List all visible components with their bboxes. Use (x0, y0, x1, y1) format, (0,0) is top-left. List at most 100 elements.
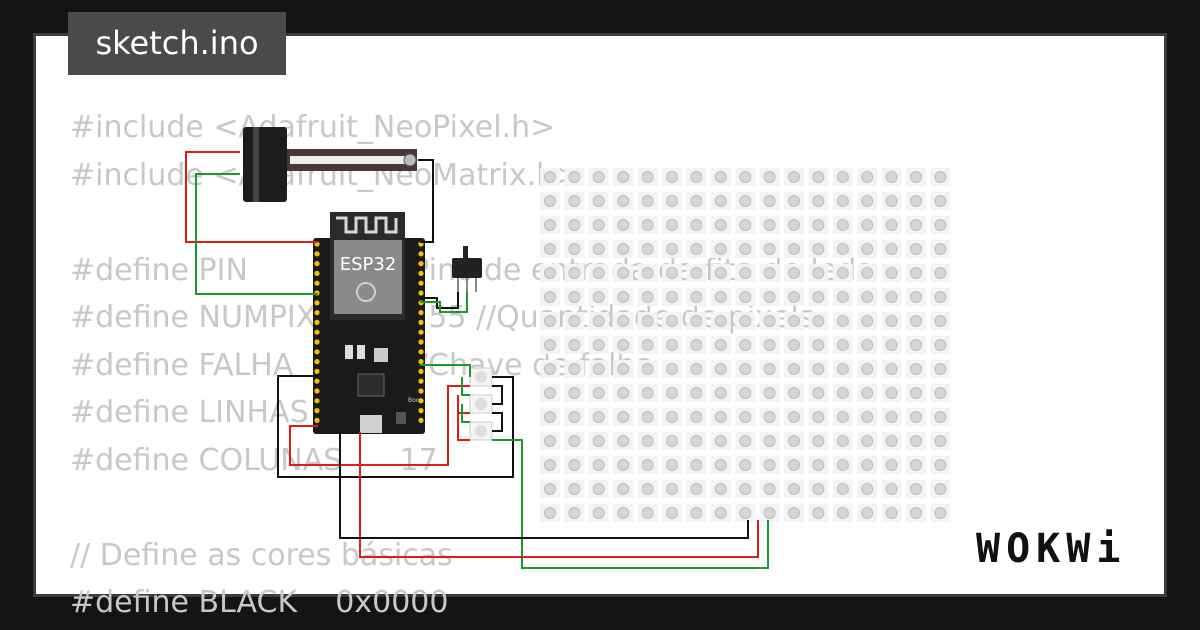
matrix-led (617, 243, 630, 255)
matrix-led (544, 291, 556, 303)
matrix-led (788, 171, 800, 183)
matrix-led (666, 195, 678, 207)
matrix-led (544, 219, 556, 231)
matrix-led (812, 483, 825, 495)
matrix-led (568, 291, 581, 303)
matrix-led (544, 483, 556, 495)
matrix-led (690, 435, 703, 447)
wokwi-logo[interactable]: WOKWi (976, 526, 1127, 572)
header-pin (418, 290, 424, 296)
matrix-led (617, 219, 630, 231)
led-pixel (475, 371, 487, 383)
matrix-led (739, 171, 752, 183)
matrix-led (568, 387, 581, 399)
matrix-led (544, 243, 556, 255)
matrix-led (617, 459, 630, 471)
matrix-led (861, 195, 874, 207)
matrix-led (812, 219, 825, 231)
header-pin (418, 398, 424, 404)
matrix-led (544, 387, 556, 399)
matrix-led (739, 363, 752, 375)
matrix-led (739, 267, 752, 279)
esp32-label: ESP32 (340, 254, 397, 275)
matrix-led (763, 171, 776, 183)
matrix-led (714, 291, 727, 303)
preview-card: #include <Adafruit_NeoPixel.h>#include <… (33, 33, 1167, 620)
matrix-led (885, 219, 898, 231)
matrix-led (739, 219, 752, 231)
matrix-led (617, 435, 630, 447)
antenna-icon (336, 216, 398, 234)
matrix-led (861, 435, 874, 447)
matrix-led (739, 339, 752, 351)
matrix-led (641, 411, 654, 423)
espressif-logo-icon (356, 282, 376, 302)
matrix-led (617, 291, 630, 303)
matrix-led (885, 411, 898, 423)
matrix-led (910, 435, 922, 447)
matrix-led (861, 219, 874, 231)
matrix-led (788, 435, 800, 447)
matrix-led (714, 411, 727, 423)
neopixel-strip-small (469, 367, 493, 441)
matrix-led (592, 195, 605, 207)
matrix-led (641, 171, 654, 183)
matrix-led (739, 507, 752, 519)
slide-potentiometer[interactable] (243, 127, 417, 202)
file-tab[interactable]: sketch.ino (68, 12, 286, 75)
header-pin (418, 378, 424, 384)
matrix-led (592, 363, 605, 375)
matrix-led (763, 243, 776, 255)
matrix-led (934, 339, 947, 351)
matrix-led (592, 315, 605, 327)
matrix-led (544, 267, 556, 279)
matrix-led (714, 363, 727, 375)
matrix-led (739, 459, 752, 471)
matrix-led (666, 171, 678, 183)
esp32-board[interactable]: ESP32 Boot (313, 212, 425, 434)
header-pin (314, 359, 320, 365)
matrix-led (617, 339, 630, 351)
header-pin (314, 319, 320, 325)
header-pin (314, 349, 320, 355)
header-pin (418, 349, 424, 355)
matrix-led (812, 291, 825, 303)
matrix-led (617, 171, 630, 183)
header-pin (418, 339, 424, 345)
matrix-led (885, 483, 898, 495)
matrix-led (910, 483, 922, 495)
matrix-led (788, 315, 800, 327)
matrix-led (568, 411, 581, 423)
matrix-led (714, 507, 727, 519)
matrix-led (641, 387, 654, 399)
matrix-led (617, 267, 630, 279)
matrix-led (617, 411, 630, 423)
matrix-led (568, 267, 581, 279)
wires (185, 151, 769, 569)
matrix-led (910, 219, 922, 231)
slide-switch[interactable] (452, 246, 482, 292)
matrix-led (885, 459, 898, 471)
matrix-led (690, 483, 703, 495)
matrix-led (836, 507, 849, 519)
matrix-led (666, 459, 678, 471)
matrix-led (861, 315, 874, 327)
matrix-led (763, 363, 776, 375)
matrix-led (763, 315, 776, 327)
header-pin (418, 329, 424, 335)
matrix-led (714, 339, 727, 351)
matrix-led (690, 219, 703, 231)
matrix-led (592, 411, 605, 423)
matrix-led (714, 219, 727, 231)
matrix-led (861, 171, 874, 183)
matrix-led (934, 171, 947, 183)
matrix-led (592, 291, 605, 303)
matrix-led (592, 339, 605, 351)
matrix-led (714, 195, 727, 207)
matrix-led (885, 435, 898, 447)
matrix-led (763, 507, 776, 519)
matrix-led (910, 315, 922, 327)
matrix-led (934, 291, 947, 303)
matrix-led (763, 387, 776, 399)
matrix-led (910, 243, 922, 255)
